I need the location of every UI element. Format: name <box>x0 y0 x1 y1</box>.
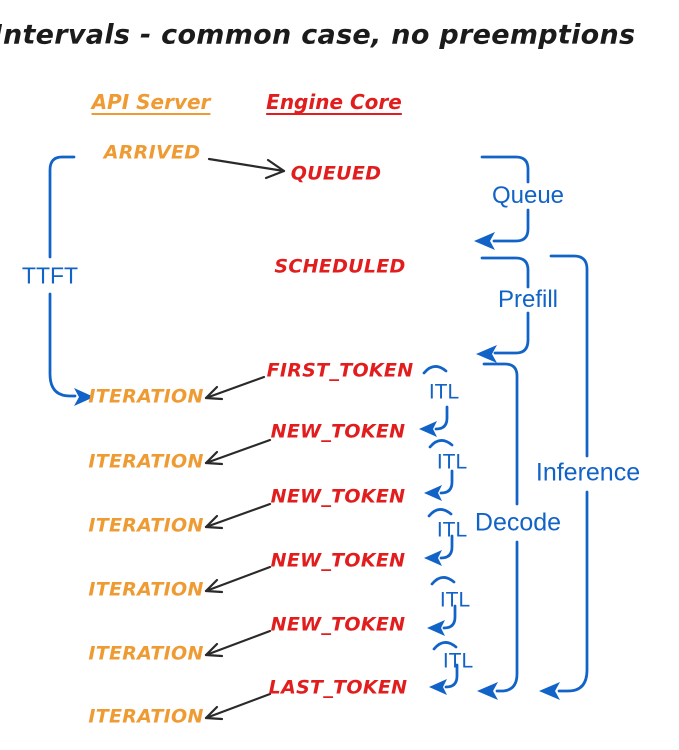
ttft-arrowhead-icon <box>74 388 94 406</box>
event-iteration: ITERATION <box>88 642 204 665</box>
event-new-token: NEW_TOKEN <box>270 549 406 572</box>
label-inference: Inference <box>535 458 641 487</box>
itl-arrowhead-icon <box>419 421 437 437</box>
label-ttft: TTFT <box>21 262 79 289</box>
event-new-token: NEW_TOKEN <box>270 420 406 443</box>
arrow-arrived-queued <box>207 157 286 180</box>
itl-connector <box>419 365 449 437</box>
itl-arrowhead-icon <box>424 550 442 566</box>
decode-arrowhead-icon <box>477 682 498 700</box>
page-title: Intervals - common case, no preemptions <box>0 19 636 51</box>
event-iteration: ITERATION <box>88 385 204 408</box>
label-itl: ITL <box>442 649 474 673</box>
arrow-new-token-iteration <box>204 438 272 466</box>
label-itl: ITL <box>436 450 468 474</box>
event-first-token: FIRST_TOKEN <box>266 359 414 382</box>
inference-bracket <box>539 254 589 700</box>
label-decode: Decode <box>474 508 562 537</box>
event-scheduled: SCHEDULED <box>274 255 406 278</box>
event-iteration: ITERATION <box>88 450 204 473</box>
column-header-engine-core: Engine Core <box>266 90 402 114</box>
arrow-last-token-iteration <box>204 692 272 721</box>
event-queued: QUEUED <box>290 162 382 185</box>
label-itl: ITL <box>439 588 471 612</box>
itl-arrowhead-icon <box>427 620 445 636</box>
prefill-bracket <box>476 256 530 363</box>
queue-arrowhead-icon <box>474 232 495 250</box>
event-iteration: ITERATION <box>88 514 204 537</box>
itl-connector <box>427 576 457 636</box>
arrow-new-token-iteration <box>204 629 272 658</box>
label-queue: Queue <box>491 182 565 209</box>
label-itl: ITL <box>428 380 460 404</box>
event-new-token: NEW_TOKEN <box>270 613 406 636</box>
event-arrived: ARRIVED <box>103 141 201 164</box>
decode-bracket <box>477 362 519 700</box>
event-new-token: NEW_TOKEN <box>270 485 406 508</box>
event-iteration: ITERATION <box>88 578 204 601</box>
itl-arrowhead-icon <box>424 485 442 501</box>
itl-arrowhead-icon <box>429 679 447 695</box>
event-iteration: ITERATION <box>88 705 204 728</box>
arrow-new-token-iteration <box>204 565 272 594</box>
prefill-arrowhead-icon <box>476 345 497 363</box>
queue-bracket <box>474 155 530 250</box>
itl-connector <box>424 439 454 501</box>
event-last-token: LAST_TOKEN <box>268 676 408 699</box>
arrow-new-token-iteration <box>204 502 272 530</box>
itl-connector <box>429 641 459 695</box>
arrow-first-token-iteration <box>204 375 266 401</box>
label-prefill: Prefill <box>497 286 559 313</box>
inference-arrowhead-icon <box>539 682 560 700</box>
label-itl: ITL <box>436 518 468 542</box>
itl-connector <box>424 508 454 566</box>
ttft-bracket <box>48 155 94 406</box>
column-header-api-server: API Server <box>91 90 211 114</box>
